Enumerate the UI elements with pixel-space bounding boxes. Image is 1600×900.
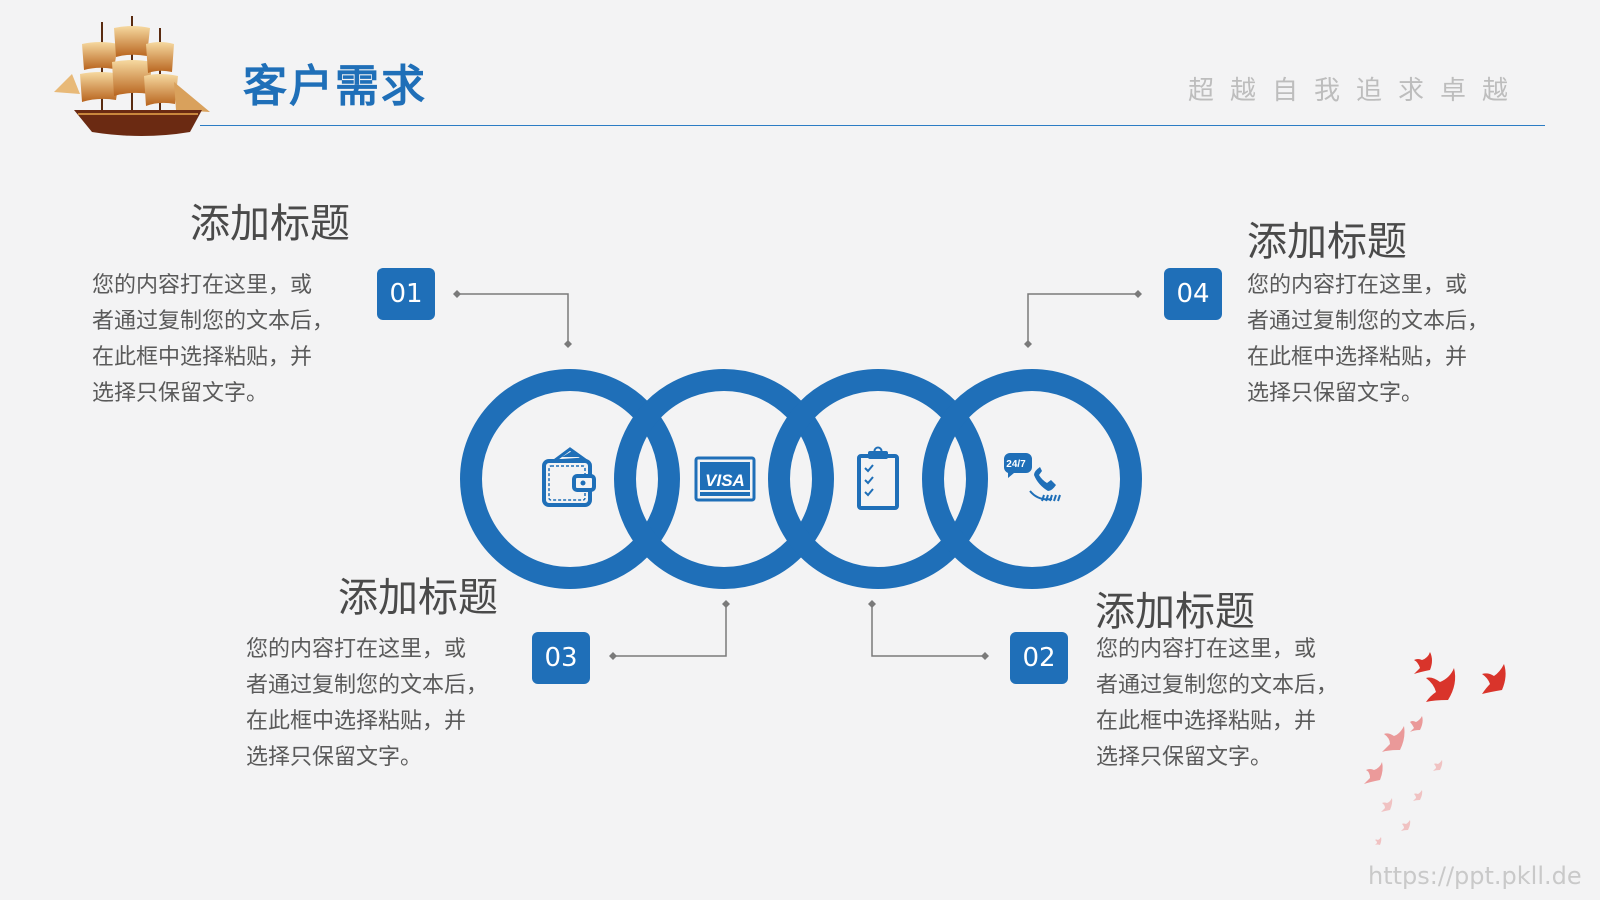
- svg-text:VISA: VISA: [705, 471, 745, 490]
- card-body-line: 者通过复制您的文本后，: [246, 673, 489, 698]
- card-body-02: 您的内容打在这里，或 者通过复制您的文本后， 在此框中选择粘贴，并 选择只保留文…: [1096, 632, 1356, 776]
- number-badge-04: 04: [1164, 268, 1222, 320]
- content-card-01: 添加标题: [90, 204, 350, 244]
- card-body-line: 选择只保留文字。: [1096, 745, 1273, 770]
- ring-2: [614, 369, 834, 589]
- wallet-icon: [542, 447, 596, 507]
- ring-1: [460, 369, 680, 589]
- flying-birds-icon: [1364, 652, 1506, 845]
- content-card-02: 添加标题: [1095, 592, 1255, 632]
- card-body-line: 在此框中选择粘贴，并: [92, 345, 313, 370]
- number-badge-02: 02: [1010, 632, 1068, 684]
- svg-text:24/7: 24/7: [1006, 459, 1026, 470]
- number-badge-03: 03: [532, 632, 590, 684]
- ring-4: [922, 369, 1142, 589]
- card-body-line: 在此框中选择粘贴，并: [1247, 345, 1468, 370]
- card-body-line: 选择只保留文字。: [1247, 381, 1424, 406]
- slogan-text: 超越自我追求卓越: [1188, 76, 1525, 106]
- clipboard-checklist-icon: [857, 446, 899, 510]
- content-card-04: 添加标题: [1247, 222, 1407, 262]
- ring-3: [768, 369, 988, 589]
- card-body-line: 选择只保留文字。: [92, 381, 269, 406]
- card-body-line: 您的内容打在这里，或: [246, 637, 467, 662]
- watermark-text: https://ppt.pkll.de: [1368, 862, 1582, 890]
- card-title: 添加标题: [1247, 219, 1407, 265]
- header-divider: [200, 125, 1545, 126]
- card-body-line: 在此框中选择粘贴，并: [1096, 709, 1317, 734]
- card-body-line: 您的内容打在这里，或: [1247, 273, 1468, 298]
- card-body-line: 者通过复制您的文本后，: [1096, 673, 1339, 698]
- card-body-line: 者通过复制您的文本后，: [92, 309, 335, 334]
- card-title: 添加标题: [338, 575, 498, 621]
- number-badge-01: 01: [377, 268, 435, 320]
- card-title: 添加标题: [190, 201, 350, 247]
- card-body-line: 选择只保留文字。: [246, 745, 423, 770]
- card-body-line: 您的内容打在这里，或: [1096, 637, 1317, 662]
- card-body-04: 您的内容打在这里，或 者通过复制您的文本后， 在此框中选择粘贴，并 选择只保留文…: [1247, 268, 1507, 412]
- card-body-line: 您的内容打在这里，或: [92, 273, 313, 298]
- card-title: 添加标题: [1095, 589, 1255, 635]
- card-body-line: 者通过复制您的文本后，: [1247, 309, 1490, 334]
- sailing-ship-icon: [54, 16, 210, 136]
- slide-title: 客户需求: [243, 61, 427, 112]
- visa-card-icon: VISA: [694, 456, 756, 502]
- phone-24-7-icon: 24/7: [1003, 453, 1061, 502]
- card-body-03: 您的内容打在这里，或 者通过复制您的文本后， 在此框中选择粘贴，并 选择只保留文…: [246, 632, 506, 776]
- content-card-03: 添加标题: [238, 578, 498, 618]
- card-body-line: 在此框中选择粘贴，并: [246, 709, 467, 734]
- card-body-01: 您的内容打在这里，或 者通过复制您的文本后， 在此框中选择粘贴，并 选择只保留文…: [92, 268, 352, 412]
